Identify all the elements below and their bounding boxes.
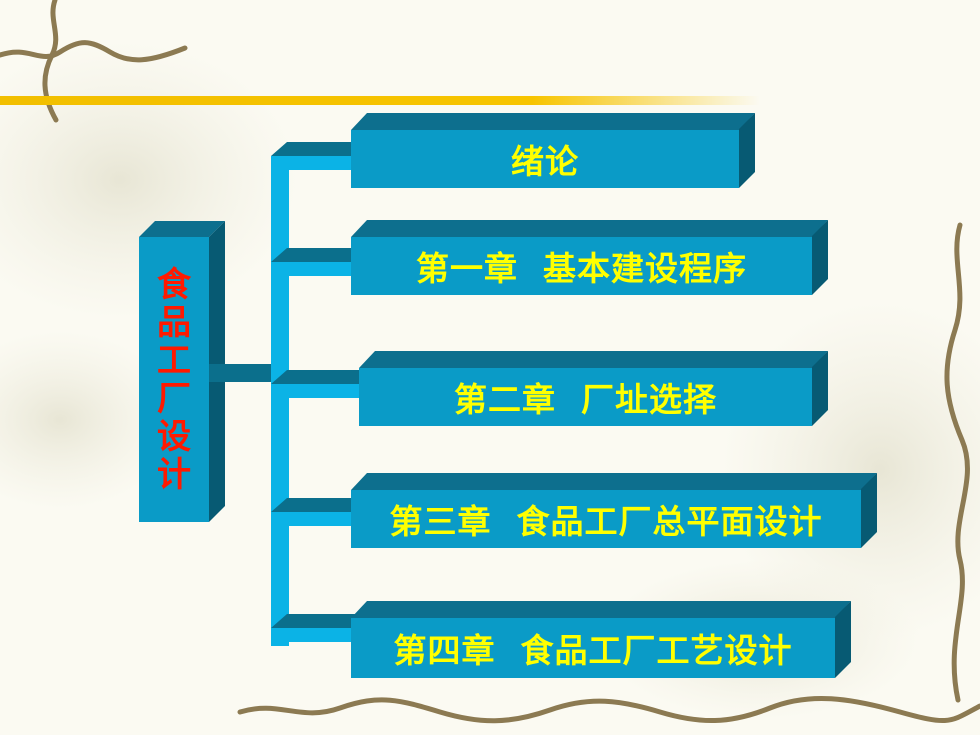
- connector-branch-2: [271, 384, 359, 398]
- vine-bottom: [237, 695, 980, 724]
- vine-right: [944, 222, 970, 703]
- course-title-box: 食品工厂设计: [139, 237, 209, 522]
- chapter-label: 第三章 食品工厂总平面设计: [351, 490, 861, 548]
- chapter-label: 绪论: [351, 130, 739, 188]
- accent-line: [0, 96, 760, 105]
- connector-branch-4: [271, 628, 351, 642]
- connector-branch-1: [271, 262, 351, 276]
- chapter-label: 第四章 食品工厂工艺设计: [351, 618, 835, 678]
- chapter-label: 第一章 基本建设程序: [351, 237, 812, 295]
- course-title: 食品工厂设计: [157, 264, 191, 495]
- connector-branch-0: [271, 156, 351, 170]
- connector-horizontal: [209, 364, 271, 382]
- chapter-label: 第二章 厂址选择: [359, 368, 812, 426]
- connector-branch-3: [271, 512, 351, 526]
